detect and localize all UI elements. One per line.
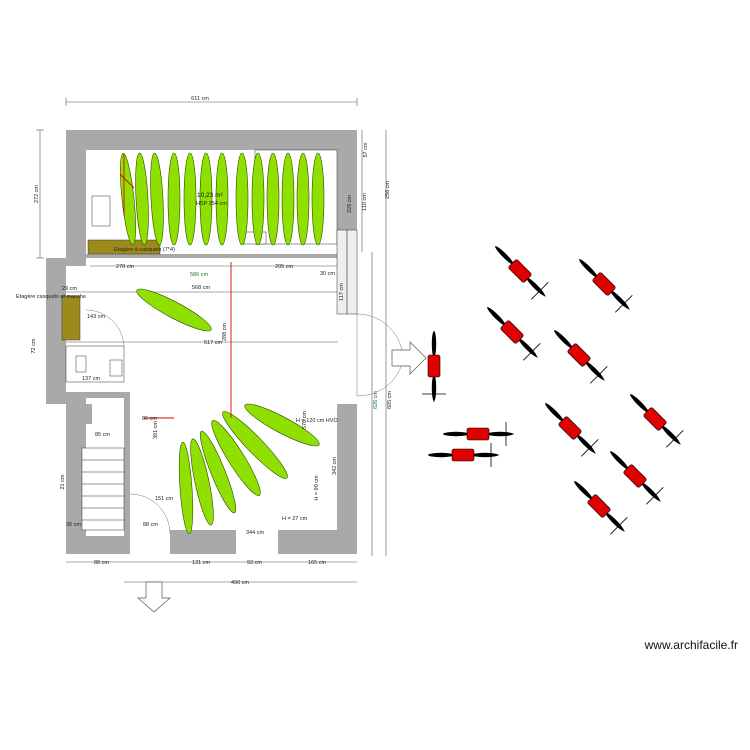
height-90-label: H = 90 cm [314,475,320,501]
leaf-shape [266,152,280,246]
dim-391: 391 cm [153,421,159,439]
dim-21: 21 cm [60,474,66,489]
propeller-symbol [443,422,514,446]
dim-288: 288 cm [222,323,228,341]
leaf-shape [215,152,229,246]
propeller-symbol [545,403,599,457]
leaf-shape [199,152,213,246]
leaf-shape [211,420,261,496]
dim-overall-height-left: 272 cm [34,185,40,203]
sink-icon [109,359,123,377]
dim-143: 143 cm [87,314,105,320]
shelf-casquets [87,239,161,255]
propeller-symbol [554,330,608,384]
red-arrows [119,154,232,419]
dim-36: 36 cm [66,522,81,528]
dim-88-bottom: 88 cm [94,560,109,566]
dim-137: 137 cm [82,376,100,382]
dim-344: 344 cm [246,530,264,536]
leaf-shape [296,152,310,246]
dim-228: 228 cm [347,195,353,213]
height-27-label: H = 27 cm [282,516,308,522]
propeller-symbol [495,246,549,300]
propeller-symbol [630,394,684,448]
shelf-left-label: Etagère casquets et manche [16,294,86,300]
leaf-shape [120,152,136,246]
height-120-label: H = 120 cm HVO [296,418,338,424]
fixtures [61,149,358,531]
dim-110: 110 cm [362,193,368,211]
dim-86: 86 cm [142,416,157,422]
dim-568: 568 cm [192,285,210,291]
propeller-symbol [574,481,628,535]
dim-30: 30 cm [320,271,335,277]
propeller-symbol [610,451,664,505]
leaf-shape [251,152,265,246]
dim-88-mid: 88 cm [143,522,158,528]
propeller-symbol [422,331,446,402]
room-hsp: HSP 254 cm [196,201,227,207]
watermark: www.archifacile.fr [644,638,738,652]
leaf-shape [199,430,237,514]
staircase [81,447,125,531]
dim-93: 93 cm [247,560,262,566]
walls [46,130,357,554]
dim-bottom-width: 490 cm [231,580,249,586]
shelf-left [61,295,81,341]
dim-576: 576 cm [302,411,308,429]
leaf-shape [311,152,325,246]
dim-131: 131 cm [192,560,210,566]
dim-29: 29 cm [62,286,77,292]
propeller-group [422,246,684,535]
leaf-shape [235,152,249,246]
dim-517: 517 cm [204,340,222,346]
propeller-symbol [428,443,499,467]
leaf-shape [150,152,164,246]
entry-arrows [137,341,427,613]
leaf-shape [244,403,320,447]
dimension-lines [36,98,387,583]
dim-117: 117 cm [339,283,345,301]
leaf-group-middle [136,288,212,332]
leaf-group-top [120,152,325,246]
dim-85: 85 cm [95,432,110,438]
leaf-shape [190,438,214,526]
dim-205: 205 cm [275,264,293,270]
toilet-icon [75,355,87,373]
dim-57: 57 cm [363,142,369,157]
dim-278: 278 cm [116,264,134,270]
dim-right-2: 626 cm [373,391,379,409]
leaf-group-bottom [178,403,320,535]
leaf-shape [135,152,149,246]
leaf-shape [167,152,181,246]
dim-overall-height-right: 605 cm [387,391,393,409]
room-label: 10,23 m² HSP 254 cm [196,192,227,207]
propeller-symbol [579,259,633,313]
dim-586: 586 cm [190,272,208,278]
leaf-shape [183,152,197,246]
room-area: 10,23 m² [197,192,223,199]
dim-151: 151 cm [155,496,173,502]
leaf-shape [281,152,295,246]
propeller-symbol [487,307,541,361]
shelf-label: Etagère à casquets (7*4) [114,247,175,253]
dim-342: 342 cm [332,457,338,475]
dim-overall-width: 611 cm [191,96,209,102]
leaf-shape [178,441,194,535]
leaf-shape [136,288,212,332]
dim-72: 72 cm [31,338,37,353]
leaf-shape [222,411,288,479]
dim-165: 165 cm [308,560,326,566]
dim-top-right: 256 cm [385,181,391,199]
